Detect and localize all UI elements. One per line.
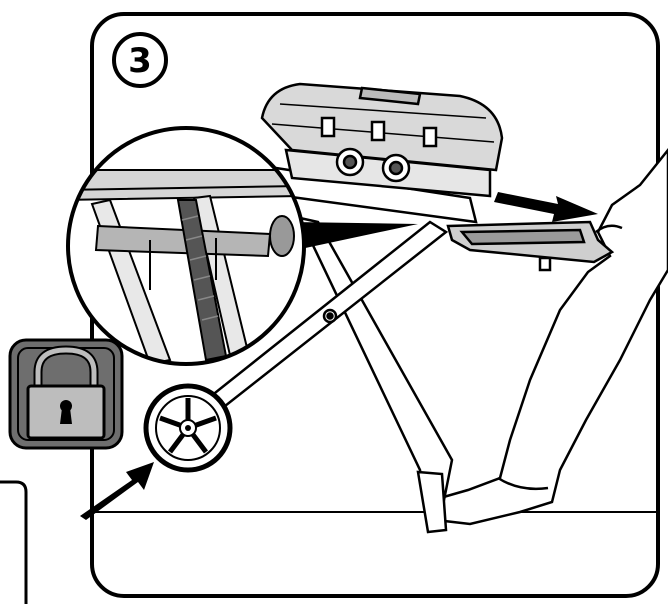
wheel [143, 383, 233, 473]
padlock-icon [8, 338, 124, 450]
arrow-right-icon [494, 192, 598, 222]
previous-step-frame [0, 480, 28, 604]
grill-stand [194, 216, 454, 534]
step-number: 3 [128, 41, 152, 81]
arrow-up-right-icon [80, 462, 154, 520]
detail-magnifier [66, 126, 306, 366]
detail-pointer [292, 222, 418, 250]
grill-body [260, 82, 504, 224]
step-number-badge: 3 [112, 32, 168, 88]
grill-side-shelf [446, 220, 615, 272]
